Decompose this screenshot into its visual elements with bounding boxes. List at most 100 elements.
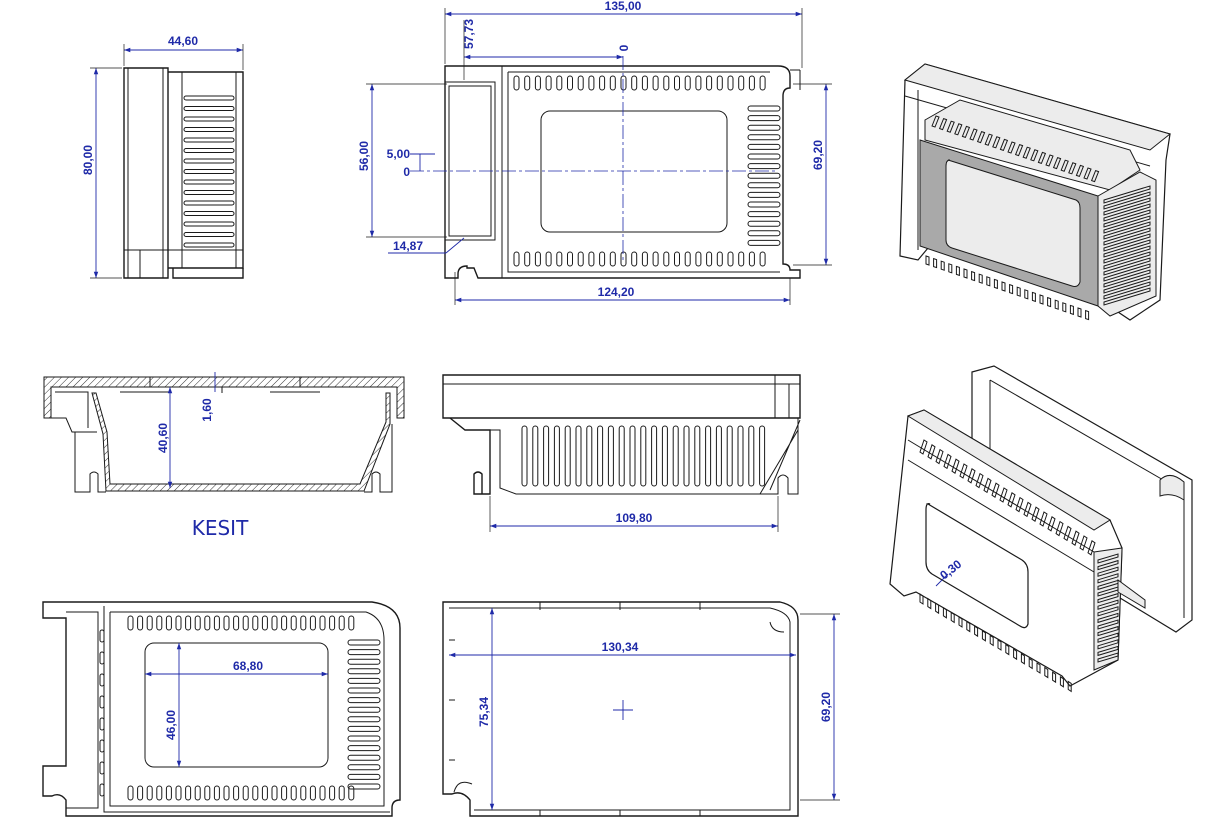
vent-slot — [747, 153, 781, 160]
vent-slot — [1063, 525, 1072, 542]
vent-slot — [347, 764, 381, 771]
vent-slot — [726, 425, 733, 487]
vent-slot — [1039, 294, 1044, 305]
side-width-dim: 44,60 — [168, 34, 198, 48]
vent-slot — [586, 425, 593, 487]
bottom-view: 68,80 46,00 — [42, 601, 401, 817]
vent-slot — [1097, 573, 1119, 584]
vent-slot — [694, 425, 701, 487]
vent-slot — [1047, 516, 1056, 532]
vent-slot — [935, 448, 944, 465]
vent-slot — [1097, 592, 1119, 604]
vent-slot — [309, 615, 316, 631]
vent-slot — [631, 75, 638, 91]
vent-slot — [567, 75, 573, 91]
top-height-left-dim: 56,00 — [357, 141, 371, 171]
vent-slot — [1097, 586, 1119, 597]
vent-slot — [674, 251, 680, 267]
vent-slot — [747, 163, 781, 170]
vent-slot — [747, 172, 781, 179]
vent-slot — [261, 785, 268, 801]
vent-slot — [599, 251, 606, 267]
vent-slot — [347, 687, 381, 694]
vent-slot — [1103, 269, 1151, 288]
vent-slot — [99, 739, 105, 753]
vent-slot — [545, 251, 552, 267]
vent-slot — [1045, 154, 1054, 167]
vent-slot — [618, 425, 625, 487]
vent-slot — [706, 251, 713, 267]
vent-slot — [338, 615, 345, 631]
vent-slot — [684, 75, 691, 91]
top-height-right-dim: 69,20 — [811, 140, 825, 170]
vent-slot — [513, 251, 520, 267]
vent-slot — [999, 487, 1008, 503]
vent-slot — [127, 615, 134, 631]
vent-slot — [748, 425, 755, 487]
section-view: 40,60 1,60 KESIT — [43, 372, 405, 540]
vent-slot — [1047, 296, 1052, 308]
vent-slot — [976, 130, 986, 144]
vent-slot — [963, 268, 968, 279]
vent-slot — [1028, 657, 1033, 670]
vent-slot — [1087, 540, 1096, 556]
vent-slot — [204, 785, 211, 801]
vent-slot — [1097, 553, 1119, 564]
section-wall-dim: 1,60 — [200, 398, 214, 422]
vent-slot — [156, 615, 163, 631]
vent-slot — [925, 255, 930, 266]
vent-slot — [747, 143, 781, 150]
vent-slot — [1085, 309, 1090, 321]
vent-slot — [1023, 501, 1032, 518]
vent-slot — [300, 785, 307, 801]
vent-slot — [748, 251, 755, 267]
vent-slot — [1060, 159, 1069, 172]
side-view: 44,60 80,00 — [81, 34, 244, 279]
vent-slot — [607, 425, 614, 487]
vent-slot — [747, 220, 781, 227]
vent-slot — [986, 276, 991, 287]
vent-slot — [715, 425, 722, 487]
vent-slot — [935, 602, 940, 615]
vent-slot — [183, 179, 235, 185]
vent-slot — [1103, 203, 1151, 222]
vent-slot — [1020, 652, 1025, 665]
vent-slot — [1103, 191, 1151, 210]
vent-slot — [524, 251, 531, 267]
vent-slot — [975, 472, 984, 489]
vent-slot — [347, 783, 381, 790]
vent-slot — [683, 425, 690, 487]
vent-slot — [961, 125, 971, 139]
vent-slot — [175, 785, 182, 801]
vent-slot — [347, 725, 381, 732]
vent-slot — [919, 439, 928, 455]
vent-slot — [567, 251, 573, 267]
vent-slot — [738, 75, 745, 91]
vent-slot — [663, 75, 670, 91]
vent-slot — [1103, 287, 1151, 306]
vent-slot — [252, 615, 259, 631]
vent-slot — [1024, 289, 1029, 300]
vent-slot — [183, 232, 235, 237]
vent-slot — [556, 75, 563, 91]
vent-slot — [620, 75, 627, 91]
vent-slot — [213, 785, 220, 801]
vent-slot — [521, 425, 528, 487]
vent-slot — [183, 221, 235, 227]
vent-slot — [588, 251, 595, 267]
vent-slot — [348, 785, 355, 801]
vent-slot — [183, 169, 235, 174]
vent-slot — [233, 615, 240, 631]
vent-slot — [738, 251, 745, 267]
vent-slot — [1097, 612, 1119, 624]
vent-slot — [951, 458, 960, 474]
bottom-window-h-dim: 46,00 — [164, 710, 178, 740]
vent-slot — [1044, 666, 1049, 679]
vent-slot — [948, 263, 953, 274]
vent-slot — [183, 190, 235, 195]
vent-slot — [1097, 606, 1119, 617]
vent-slot — [1014, 143, 1024, 157]
vent-slot — [242, 785, 249, 801]
top-length-dim: 135,00 — [605, 0, 642, 13]
vent-slot — [1052, 156, 1062, 170]
